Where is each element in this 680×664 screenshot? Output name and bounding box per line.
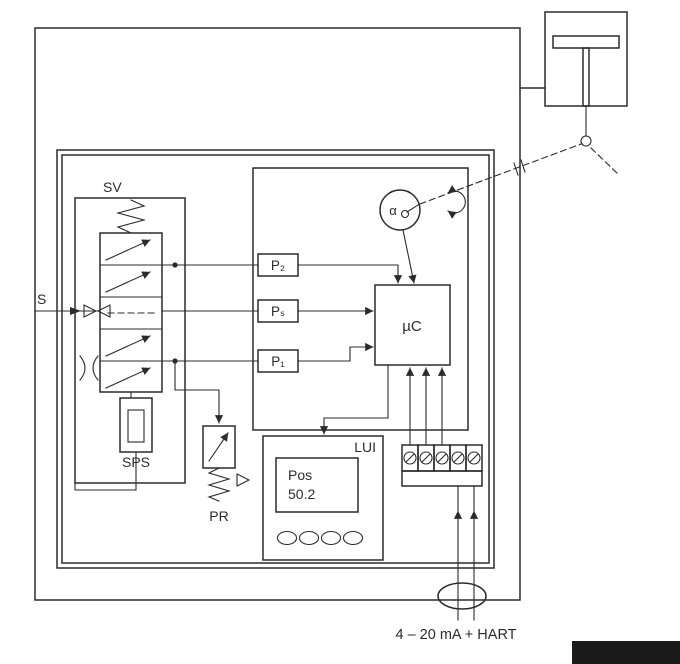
positioner-housing-outer [56, 149, 495, 569]
valve-port-icon [96, 304, 111, 318]
supply-label: S [37, 291, 46, 307]
sps-supply-line [74, 451, 137, 491]
angle-sensor-body [379, 189, 421, 231]
lui-panel: LUI Pos 50.2 [262, 435, 384, 561]
angle-sensor-pivot [400, 209, 410, 219]
terminal-base [401, 470, 483, 487]
lui-button [298, 530, 320, 546]
valve-spring-icon [115, 199, 147, 234]
spool-valve [79, 199, 163, 393]
positioner-housing-inner [61, 154, 490, 564]
terminal-screw-icon [435, 451, 449, 465]
screw-slot [421, 453, 431, 463]
terminal-screw-icon [451, 451, 465, 465]
supply-line [35, 307, 101, 315]
pr-flow-arrow [208, 432, 229, 462]
wire-alpha-uc [402, 229, 417, 284]
screw-slot [437, 453, 447, 463]
cable-gland [437, 582, 487, 610]
angle-sensor-arm [406, 204, 419, 213]
lui-display [275, 457, 359, 513]
signal-wiring [161, 229, 447, 446]
screw-slot [405, 453, 415, 463]
actuator [544, 11, 628, 147]
actuator-body [544, 11, 628, 107]
lever-dashed-extension [590, 147, 620, 176]
ps-label: Pₛ [271, 304, 285, 319]
pressure-sensor-p2: P₂ [257, 253, 299, 277]
valve-flow-arrow [105, 335, 151, 357]
uc-label: µC [402, 318, 422, 335]
lui-button [276, 530, 298, 546]
electronics-compartment [252, 167, 469, 431]
signal-wire-input [453, 485, 479, 621]
pr-label: PR [209, 508, 228, 524]
outer-enclosure [34, 27, 521, 601]
sv-enclosure [74, 197, 186, 484]
sps-body [119, 397, 153, 453]
lever-dashed-line [419, 143, 582, 205]
rotation-arrow-icon [447, 185, 466, 219]
rod-end-pivot [580, 135, 592, 147]
screw-slot [469, 453, 479, 463]
display-pos-label: Pos [288, 467, 312, 483]
pr-spring-icon [207, 467, 231, 502]
lui-button [320, 530, 342, 546]
terminal-screw-icon [403, 451, 417, 465]
p1-label: P₁ [271, 354, 285, 369]
wire-p2-uc [297, 264, 403, 284]
valve-flow-arrow [105, 271, 151, 293]
screw-slot [453, 453, 463, 463]
microcontroller-block: µC [374, 284, 451, 366]
p2-label: P₂ [271, 258, 285, 273]
sps-label: SPS [122, 454, 150, 470]
flow-arrow-icon [70, 307, 81, 315]
valve-flow-arrow [105, 367, 151, 389]
lever-tick [520, 159, 526, 173]
lui-label: LUI [354, 439, 376, 455]
alpha-label: α [389, 203, 397, 218]
wire-p1-uc [297, 342, 374, 362]
pressure-sensor-p1: P₁ [257, 349, 299, 373]
terminal-screw-icon [419, 451, 433, 465]
valve-flow-arrow [105, 239, 151, 261]
feedback-lever [419, 143, 620, 205]
uc-box [374, 284, 451, 366]
terminal-screw-icon [467, 451, 481, 465]
sv-label: SV [103, 179, 122, 195]
terminal-block [401, 444, 483, 487]
pr-valve [174, 360, 251, 502]
angle-sensor: α [379, 189, 421, 231]
lever-tick [513, 162, 519, 176]
sps-block [74, 391, 153, 491]
junction-dot [172, 358, 178, 364]
piston-icon [552, 35, 620, 49]
restriction-icon [92, 355, 99, 381]
pr-input-line [174, 360, 224, 424]
junction-dot [172, 262, 178, 268]
display-pos-value: 50.2 [288, 486, 315, 502]
watermark-bar [572, 641, 680, 664]
wire-uc-lui [319, 364, 389, 435]
restriction-icon [79, 355, 86, 381]
lui-body [262, 435, 384, 561]
pressure-sensor-ps: Pₛ [257, 299, 299, 323]
lui-button [342, 530, 364, 546]
exhaust-icon [236, 473, 251, 487]
sps-core [127, 409, 145, 443]
signal-label: 4 – 20 mA + HART [395, 627, 516, 643]
piston-stem [582, 47, 590, 107]
